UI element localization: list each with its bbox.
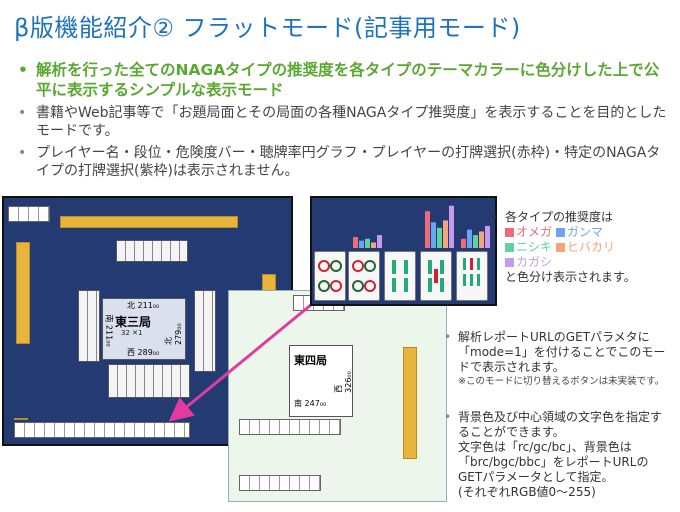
round-label: 東三局 (115, 315, 152, 329)
recommendation-bar (473, 235, 478, 248)
note-color-text3: (それぞれRGB値0〜255) (458, 485, 596, 499)
legend-gamma: ガンマ (566, 225, 603, 239)
legend-swatch (505, 258, 514, 267)
note-color-text1: 背景色及び中心領域の文字色を指定することができます。 (458, 410, 663, 439)
honba-count: 32 ✕1 (121, 329, 143, 337)
player-hand (14, 422, 190, 438)
discard-pond-west (78, 290, 100, 362)
recommendation-bar (443, 220, 448, 248)
note-color-text2: 文字色は「rc/gc/bc」、背景色は「brc/bgc/bbc」をレポートURL… (458, 440, 649, 484)
left-wall (16, 242, 30, 344)
bullet-hidden-items: プレイヤー名・段位・危険度バー・聴牌率円グラフ・プレイヤーの打牌選択(赤枠)・特… (14, 144, 674, 180)
recommendation-bar-chart (353, 205, 490, 248)
recommendation-bar (377, 235, 382, 248)
recommendation-bar (449, 205, 454, 248)
slide-title: β版機能紹介② フラットモード(記事用モード) (14, 14, 521, 42)
note-url-text: 解析レポートURLのGETパラメタに「mode=1」を付けることでこのモードで表… (458, 330, 666, 374)
discard-pond-east (194, 290, 216, 372)
legend-swatch (505, 228, 514, 237)
recommendation-bar (467, 229, 472, 248)
legend-nishiki: ニシキ (516, 240, 553, 254)
recommendation-bar (437, 227, 442, 248)
recommendation-bar (353, 236, 358, 248)
bullet-highlight: 解析を行った全てのNAGAタイプの推奨度を各タイプのテーマカラーに色分けした上で… (14, 60, 674, 100)
legend-omega: オメガ (516, 225, 553, 239)
note-color-param: • 背景色及び中心領域の文字色を指定することができます。 文字色は「rc/gc/… (444, 410, 672, 500)
color-legend: • 各タイプの推奨度は オメガ ガンマ ニシキ ヒバカリ カガシ と色分け表示さ… (491, 210, 679, 285)
discard-pond-north (116, 240, 188, 262)
discard-pond-south (108, 364, 190, 398)
mahjong-board-flat-screenshot: 東四局 西 326₀₀ 南 247₀₀ (228, 290, 447, 502)
recommendation-bar (431, 222, 436, 248)
recommendation-bar (359, 240, 364, 248)
round-label-2: 東四局 (294, 354, 327, 367)
bullet-purpose: 書籍やWeb記事等で「お題局面とその局面の各種NAGAタイプ推奨度」を表示するこ… (14, 104, 674, 140)
player-hand-2 (239, 475, 321, 491)
player-hand-partial (239, 419, 341, 435)
recommendation-panel (310, 196, 497, 306)
legend-kagashi: カガシ (516, 255, 553, 269)
round-info-center: 北 211₀₀ 南 211₀₀ 東三局 32 ✕1 北 279₀₀ 西 289₀… (102, 298, 186, 360)
recommendation-bar (485, 225, 490, 248)
recommendation-bar (425, 211, 430, 248)
score-south-2: 南 247₀₀ (294, 399, 327, 408)
right-wall-2 (403, 347, 417, 459)
tile-pin-circle (348, 251, 380, 301)
opponent-meld (8, 206, 50, 222)
recommendation-bar (371, 242, 376, 248)
score-north: 北 211₀₀ (127, 301, 160, 310)
tile-bamboo (420, 251, 452, 301)
legend-swatch (505, 243, 514, 252)
legend-swatch (555, 243, 565, 252)
bullet-list: 解析を行った全てのNAGAタイプの推奨度を各タイプのテーマカラーに色分けした上で… (14, 60, 674, 184)
top-wall (60, 216, 238, 228)
tile-bamboo (456, 251, 488, 301)
legend-intro: 各タイプの推奨度は (505, 210, 614, 224)
note-url-param: • 解析レポートURLのGETパラメタに「mode=1」を付けることでこのモード… (444, 330, 672, 388)
tile-bamboo (384, 251, 416, 301)
round-info-center-2: 東四局 西 326₀₀ 南 247₀₀ (289, 345, 353, 417)
recommendation-bar (479, 231, 484, 248)
legend-row-2: ニシキ ヒバカリ (505, 240, 679, 255)
recommendation-bar (461, 238, 466, 248)
tile-pin-circle (314, 251, 346, 301)
legend-row-3: カガシ (505, 255, 679, 270)
legend-swatch (555, 228, 565, 237)
legend-row-1: オメガ ガンマ (505, 225, 679, 240)
score-south: 西 289₀₀ (127, 348, 160, 357)
recommendation-bar (365, 238, 370, 248)
note-url-small: ※このモードに切り替えるボタンは未実装です。 (458, 376, 665, 387)
legend-outro: と色分け表示されます。 (505, 270, 636, 284)
legend-hibakari: ヒバカリ (566, 240, 615, 254)
